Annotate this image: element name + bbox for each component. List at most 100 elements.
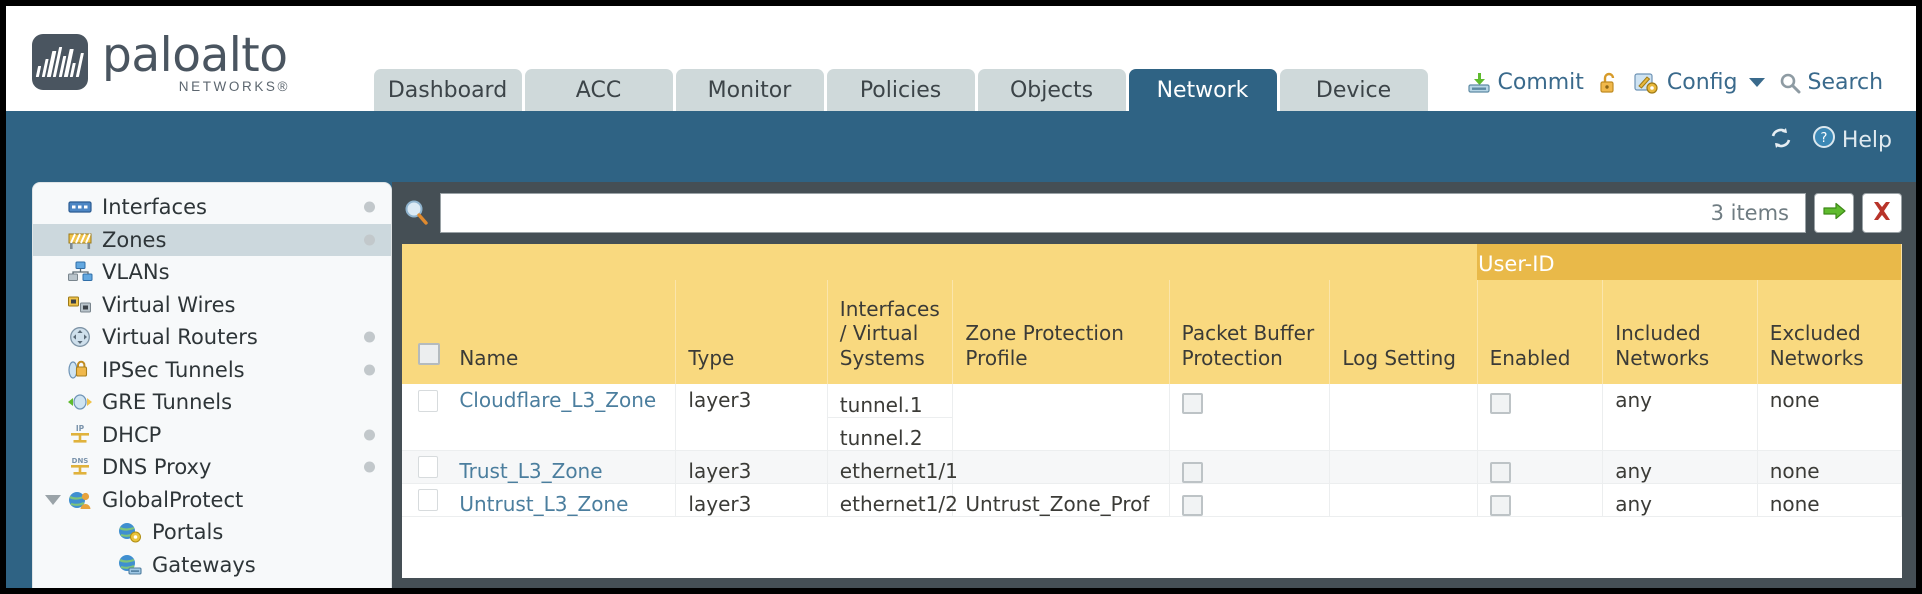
group-header-blank: [402, 244, 1478, 280]
row-select-cell[interactable]: [402, 483, 448, 517]
search-button[interactable]: Search: [1779, 70, 1884, 95]
svg-text:?: ?: [1820, 131, 1827, 146]
paloalto-mark-icon: [32, 34, 88, 91]
sidebar-item-label: Interfaces: [102, 195, 207, 220]
commit-button[interactable]: Commit: [1467, 70, 1584, 95]
packet-buffer-protection-checkbox[interactable]: [1181, 393, 1203, 414]
packet-buffer-protection-cell[interactable]: [1169, 384, 1331, 451]
sidebar-item-interfaces[interactable]: Interfaces: [33, 191, 391, 224]
row-checkbox[interactable]: [418, 390, 438, 412]
userid-enabled-cell[interactable]: [1477, 483, 1604, 517]
sidebar-item-globalprotect[interactable]: GlobalProtect: [33, 484, 391, 517]
virtual-wires-icon: [67, 294, 93, 316]
zone-interface-cell: ethernet1/2: [827, 483, 958, 517]
userid-enabled-cell[interactable]: [1477, 450, 1604, 484]
zone-name-link[interactable]: Untrust_L3_Zone: [459, 491, 629, 516]
toolbar-secondary: ? Help: [6, 111, 1916, 169]
sidebar-item-label: Zones: [102, 227, 167, 252]
sidebar-item-virtual-wires[interactable]: Virtual Wires: [33, 289, 391, 322]
tab-policies[interactable]: Policies: [826, 69, 975, 111]
row-select-cell[interactable]: [402, 384, 448, 451]
row-checkbox[interactable]: [418, 455, 438, 478]
header-actions: Commit Config: [1467, 70, 1884, 95]
packet-buffer-protection-cell[interactable]: [1169, 483, 1331, 517]
userid-enabled-checkbox[interactable]: [1489, 461, 1511, 483]
zones-icon: [67, 229, 93, 251]
search-toolbar: 3 items: [402, 192, 1902, 234]
zone-name-link[interactable]: Trust_L3_Zone: [459, 458, 603, 483]
zone-name-cell[interactable]: Cloudflare_L3_Zone: [447, 384, 677, 451]
sidebar-item-label: GRE Tunnels: [102, 390, 233, 415]
included-networks-cell: any: [1602, 384, 1758, 451]
packet-buffer-protection-cell[interactable]: [1169, 450, 1331, 484]
userid-enabled-checkbox[interactable]: [1489, 494, 1511, 516]
packet-buffer-protection-checkbox[interactable]: [1181, 494, 1203, 516]
commit-label: Commit: [1497, 70, 1584, 95]
zone-interface-cell: tunnel.2: [827, 417, 954, 451]
column-header-excluded-networks[interactable]: Excluded Networks: [1757, 280, 1902, 384]
sidebar-item-ipsec-tunnels[interactable]: IPSec Tunnels: [33, 354, 391, 387]
sidebar-item-gre-tunnels[interactable]: GRE Tunnels: [33, 386, 391, 419]
row-checkbox[interactable]: [418, 488, 438, 511]
column-header-zone-protection-profile[interactable]: Zone Protection Profile: [952, 280, 1170, 384]
zone-name-cell[interactable]: Untrust_L3_Zone: [447, 483, 677, 517]
sidebar-item-portals[interactable]: Portals: [33, 516, 391, 549]
sidebar-item-virtual-routers[interactable]: Virtual Routers: [33, 321, 391, 354]
sidebar-item-zones[interactable]: Zones: [33, 223, 391, 256]
sidebar-item-label: VLANs: [102, 260, 170, 285]
packet-buffer-protection-checkbox[interactable]: [1181, 461, 1203, 483]
tab-acc[interactable]: ACC: [524, 69, 673, 111]
tab-device[interactable]: Device: [1279, 69, 1428, 111]
sidebar-item-dhcp[interactable]: IP DHCP: [33, 419, 391, 452]
zone-protection-profile-cell: [952, 384, 1170, 451]
gre-tunnels-icon: [67, 391, 93, 413]
column-header-name[interactable]: Name: [447, 280, 677, 384]
zone-type-cell: layer3: [675, 483, 828, 517]
table-row[interactable]: Cloudflare_L3_Zone layer3 tunnel.1 any: [402, 384, 1902, 451]
select-all-header[interactable]: [402, 280, 448, 384]
filter-search-input[interactable]: 3 items: [440, 193, 1806, 233]
userid-enabled-checkbox[interactable]: [1489, 393, 1511, 414]
refresh-icon[interactable]: [1768, 125, 1794, 156]
excluded-networks-cell: none: [1757, 450, 1902, 484]
zone-protection-profile-cell: Untrust_Zone_Prof: [952, 483, 1170, 517]
sidebar-item-gateways[interactable]: Gateways: [33, 549, 391, 582]
row-select-cell[interactable]: [402, 450, 448, 484]
dns-proxy-icon: DNS: [67, 456, 93, 478]
tab-dashboard[interactable]: Dashboard: [373, 69, 522, 111]
tab-monitor[interactable]: Monitor: [675, 69, 824, 111]
sidebar-item-dns-proxy[interactable]: DNS DNS Proxy: [33, 451, 391, 484]
search-label: Search: [1807, 70, 1884, 95]
chevron-down-icon[interactable]: [45, 494, 61, 505]
column-header-packet-buffer-protection[interactable]: Packet Buffer Protection: [1169, 280, 1331, 384]
column-header-interfaces[interactable]: Interfaces / Virtual Systems: [827, 280, 954, 384]
zone-name-link[interactable]: Cloudflare_L3_Zone: [459, 388, 657, 412]
userid-enabled-cell[interactable]: [1477, 384, 1604, 451]
config-menu[interactable]: Config: [1634, 70, 1765, 95]
vlans-icon: [67, 261, 93, 283]
sidebar-item-label: Virtual Wires: [102, 292, 236, 317]
tab-objects[interactable]: Objects: [977, 69, 1126, 111]
column-header-included-networks[interactable]: Included Networks: [1602, 280, 1758, 384]
column-header-type[interactable]: Type: [675, 280, 828, 384]
log-setting-cell: [1329, 450, 1478, 484]
item-count-label: 3 items: [1710, 201, 1789, 225]
unlocked-padlock-icon[interactable]: [1598, 71, 1620, 95]
sidebar-item-vlans[interactable]: VLANs: [33, 256, 391, 289]
apply-filter-button[interactable]: [1814, 193, 1854, 233]
table-header-row: Name Type Interfaces / Virtual Systems Z…: [402, 280, 1902, 384]
config-label: Config: [1666, 70, 1738, 95]
svg-text:IP: IP: [76, 424, 85, 433]
select-all-checkbox[interactable]: [418, 342, 440, 365]
column-header-userid-enabled[interactable]: Enabled: [1477, 280, 1604, 384]
table-row[interactable]: Untrust_L3_Zone layer3 ethernet1/2 Untru…: [402, 483, 1902, 517]
zone-type-cell: layer3: [675, 384, 828, 451]
tab-network[interactable]: Network: [1128, 69, 1277, 111]
column-header-log-setting[interactable]: Log Setting: [1329, 280, 1478, 384]
clear-filter-button[interactable]: [1862, 193, 1902, 233]
table-row[interactable]: Trust_L3_Zone layer3 ethernet1/1 any: [402, 450, 1902, 484]
zone-name-cell[interactable]: Trust_L3_Zone: [447, 450, 677, 484]
zone-type-cell: layer3: [675, 450, 828, 484]
help-button[interactable]: ? Help: [1812, 125, 1892, 155]
log-setting-cell: [1329, 384, 1478, 451]
